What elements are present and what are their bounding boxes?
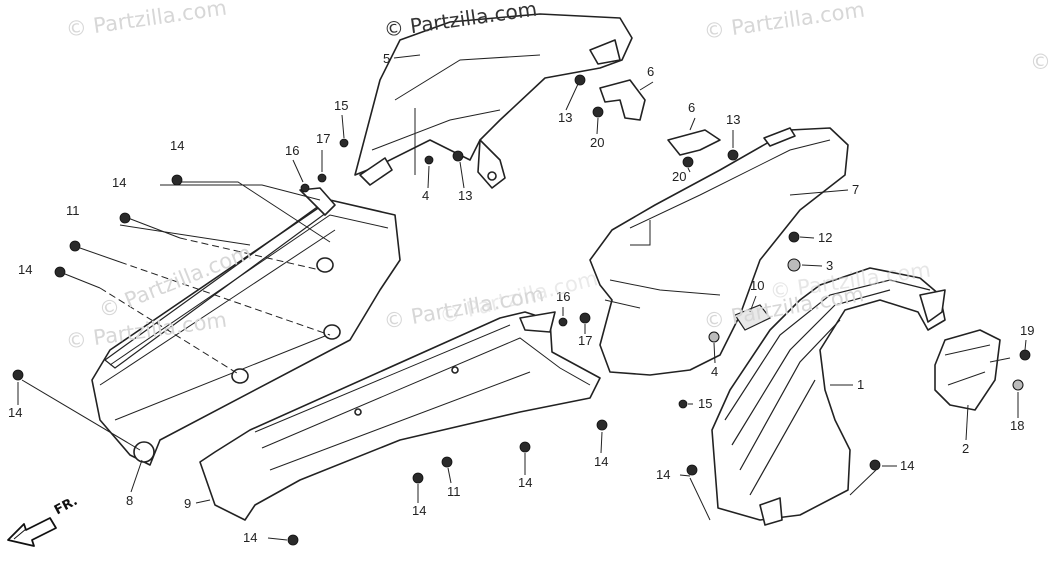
callout-12: 12 [818, 230, 832, 245]
callout-20: 20 [672, 169, 686, 184]
leader-lines-left [21, 181, 331, 451]
callout-13: 13 [726, 112, 740, 127]
callout-14: 14 [243, 530, 257, 545]
callout-15: 15 [334, 98, 348, 113]
callout-4: 4 [422, 188, 429, 203]
part-9-floor-cover [199, 311, 601, 521]
callout-10: 10 [750, 278, 764, 293]
callout-6: 6 [688, 100, 695, 115]
callout-6: 6 [647, 64, 654, 79]
callout-14: 14 [656, 467, 670, 482]
callout-14: 14 [412, 503, 426, 518]
callout-11: 11 [447, 484, 461, 499]
callout-3: 3 [826, 258, 833, 273]
callout-7: 7 [852, 182, 859, 197]
callout-17: 17 [316, 131, 330, 146]
callout-9: 9 [184, 496, 191, 511]
part-1-inner-fender [711, 267, 946, 526]
callout-16: 16 [285, 143, 299, 158]
callout-14: 14 [900, 458, 914, 473]
fasteners [12, 74, 1031, 546]
callout-4: 4 [711, 364, 718, 379]
callout-1: 1 [857, 377, 864, 392]
callout-14: 14 [8, 405, 22, 420]
callout-14: 14 [594, 454, 608, 469]
callout-2: 2 [962, 441, 969, 456]
callout-16: 16 [556, 289, 570, 304]
callout-5: 5 [383, 51, 390, 66]
watermark: © [1030, 50, 1051, 74]
callout-14: 14 [112, 175, 126, 190]
callout-13: 13 [558, 110, 572, 125]
callout-19: 19 [1020, 323, 1034, 338]
callout-14: 14 [518, 475, 532, 490]
part-6-brackets [599, 79, 721, 156]
callout-13: 13 [458, 188, 472, 203]
callout-8: 8 [126, 493, 133, 508]
callout-20: 20 [590, 135, 604, 150]
callout-17: 17 [578, 333, 592, 348]
callout-labels: 5 6 15 13 20 6 13 17 16 14 4 13 20 7 14 … [8, 51, 1034, 545]
callout-15: 15 [698, 396, 712, 411]
part-7-rear-center-cover [589, 127, 849, 376]
callout-14: 14 [18, 262, 32, 277]
front-arrow-icon [7, 517, 57, 547]
callout-11: 11 [66, 203, 80, 218]
callout-18: 18 [1010, 418, 1024, 433]
callout-leaders [17, 54, 1027, 541]
part-2-bracket [934, 329, 1011, 411]
part-5-upper-rear-cover [354, 13, 633, 189]
callout-14: 14 [170, 138, 184, 153]
